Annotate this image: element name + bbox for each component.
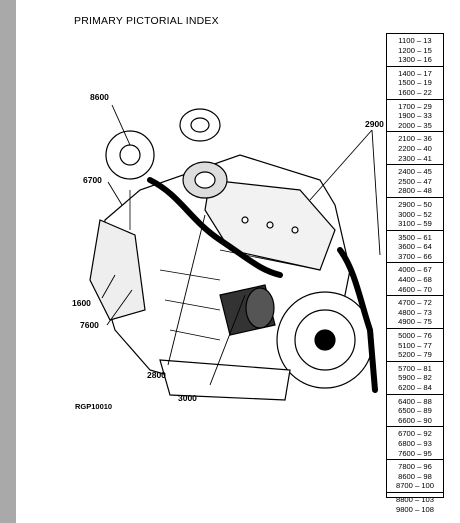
index-entry[interactable]: 5900 – 82	[398, 373, 432, 383]
index-entry[interactable]: 2100 – 36	[398, 134, 432, 144]
index-entry[interactable]: 1200 – 15	[398, 45, 432, 55]
index-entry[interactable]: 8600 – 98	[398, 471, 432, 481]
index-entry[interactable]: 5700 – 81	[398, 363, 432, 373]
index-entry[interactable]: 3700 – 66	[398, 251, 432, 261]
index-entry[interactable]: 7600 – 95	[398, 448, 432, 458]
index-entry[interactable]: 6600 – 90	[398, 415, 432, 425]
index-entry[interactable]: 3500 – 61	[398, 232, 432, 242]
callout-1600: 1600	[72, 298, 91, 308]
index-entry[interactable]: 3100 – 59	[398, 219, 432, 229]
index-entry[interactable]: 1300 – 16	[398, 55, 432, 65]
index-entry[interactable]: 9800 – 108	[395, 504, 434, 514]
index-entry[interactable]: 6200 – 84	[398, 383, 432, 392]
index-entry[interactable]: 3000 – 52	[398, 209, 432, 219]
index-entry[interactable]: 5000 – 76	[398, 331, 432, 341]
index-entry[interactable]: 2200 – 40	[398, 143, 432, 153]
index-entry[interactable]: 4900 – 75	[398, 317, 432, 327]
page-title: PRIMARY PICTORIAL INDEX	[74, 15, 219, 27]
index-entry[interactable]: 4700 – 72	[398, 298, 432, 308]
index-entry[interactable]: 4600 – 70	[398, 284, 432, 294]
index-entry[interactable]: 1500 – 19	[398, 78, 432, 88]
index-entry[interactable]: 2000 – 35	[398, 120, 432, 130]
index-entry[interactable]: 8800 – 103	[395, 494, 434, 504]
page-edge-band	[0, 0, 16, 523]
callout-3000: 3000	[178, 393, 197, 403]
index-entry[interactable]: 4400 – 68	[398, 275, 432, 285]
index-entry[interactable]: 4800 – 73	[398, 307, 432, 317]
index-entry[interactable]: 1600 – 22	[398, 87, 432, 97]
index-entry[interactable]: 6500 – 89	[398, 406, 432, 416]
callout-8600: 8600	[90, 92, 109, 102]
index-entry[interactable]: 1400 – 17	[398, 68, 432, 78]
callout-6700: 6700	[83, 175, 102, 185]
callout-2800: 2800	[147, 370, 166, 380]
index-entry[interactable]: 2300 – 41	[398, 153, 432, 163]
index-entry[interactable]: 1700 – 29	[398, 101, 432, 111]
index-entry[interactable]: 2800 – 48	[398, 186, 432, 196]
index-entry[interactable]: 5100 – 77	[398, 340, 432, 350]
index-entry[interactable]: 1900 – 33	[398, 111, 432, 121]
index-entry[interactable]: 8700 – 100	[395, 481, 434, 491]
index-entry[interactable]: 2500 – 47	[398, 176, 432, 186]
index-entry[interactable]: 1100 – 13	[398, 36, 432, 45]
index-entry[interactable]: 7800 – 96	[398, 462, 432, 472]
engine-illustration	[89, 104, 381, 401]
index-entry[interactable]: 4000 – 67	[398, 265, 432, 275]
index-entry[interactable]: 6700 – 92	[398, 429, 432, 439]
index-entry[interactable]: 6800 – 93	[398, 438, 432, 448]
callout-2900: 2900	[365, 119, 384, 129]
index-entry[interactable]: 5200 – 79	[398, 350, 432, 360]
index-entry[interactable]: 2900 – 50	[398, 199, 432, 209]
index-entry[interactable]: 6400 – 88	[398, 396, 432, 406]
figure-code: RGP10010	[75, 402, 113, 411]
index-entry[interactable]: 3600 – 64	[398, 242, 432, 252]
index-entry[interactable]: 2400 – 45	[398, 167, 432, 177]
callout-7600: 7600	[80, 320, 99, 330]
